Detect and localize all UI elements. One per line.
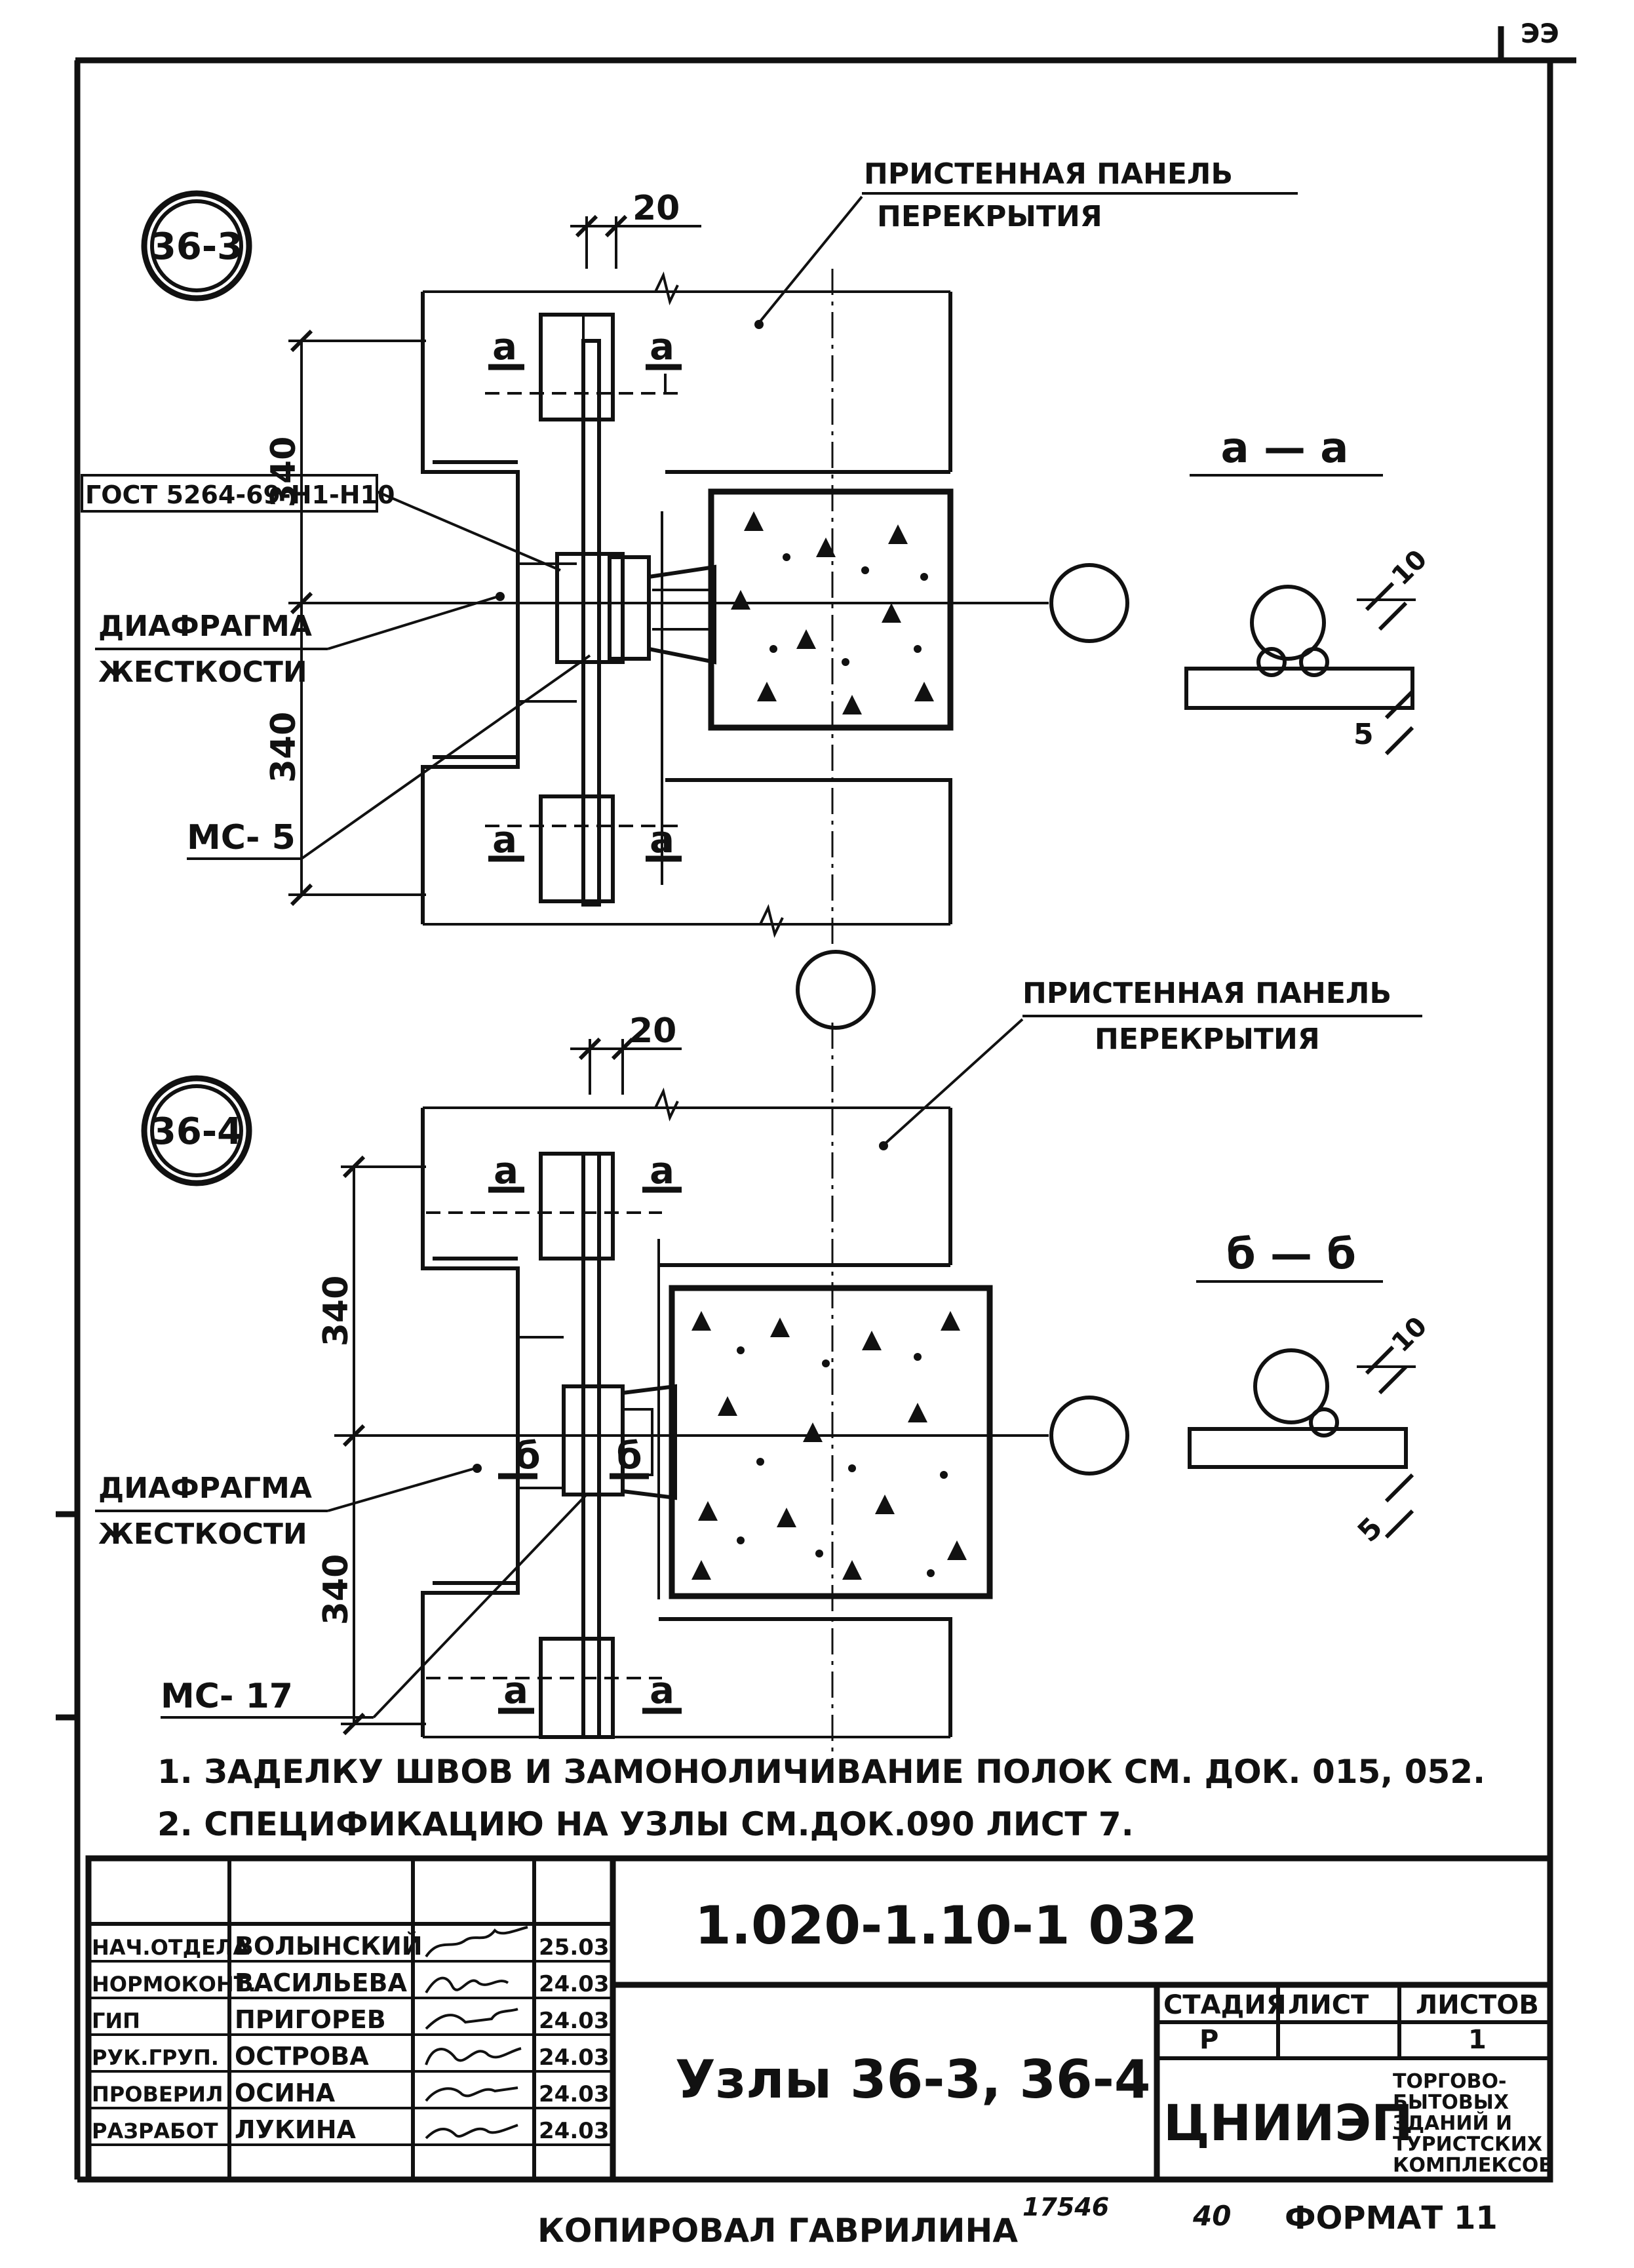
sheet-header: ЛИСТ — [1288, 1990, 1369, 2020]
embedded-plate-top — [539, 1152, 615, 1261]
staff-name: ВАСИЛЬЕВА — [235, 1968, 408, 1997]
node-36-3: 36-3 — [81, 157, 1433, 1030]
node-tag-circle — [141, 1075, 252, 1186]
staff-role: ГИП — [92, 2008, 140, 2033]
section-title-a-a: а — а — [1221, 424, 1349, 473]
section-a-a-detail: а — а 10 5 — [1184, 424, 1433, 756]
footer-number: 17546 — [1022, 2193, 1109, 2221]
welded-connector — [647, 564, 716, 665]
note-2: 2. СПЕЦИФИКАЦИЮ НА УЗЛЫ СМ.ДОК.090 ЛИСТ … — [157, 1805, 1134, 1843]
staff-role: НОРМОКОНТ. — [92, 1972, 256, 1997]
section-mark-a: а — [650, 326, 674, 368]
vertical-rebar — [581, 1152, 601, 1739]
dimension-340-lower: 340 — [317, 1554, 356, 1626]
staff-date: 24.03 — [539, 1971, 610, 1997]
staff-date: 24.03 — [539, 2008, 610, 2034]
title-block: 1.020-1.10-1 032 Узлы 36-3, 36-4 СТАДИЯ … — [85, 1855, 1553, 2183]
weld-dim-5: 5 — [1353, 718, 1374, 751]
vertical-rebar — [581, 339, 601, 907]
label-wall-panel-line2: ПЕРЕКРЫТИЯ — [877, 200, 1102, 233]
concrete-column — [669, 1285, 993, 1599]
rebar-section — [1253, 1348, 1329, 1424]
embedded-plate-bottom — [539, 1637, 615, 1739]
org-sub-2: БЫТОВЫХ — [1393, 2091, 1509, 2114]
org-sub-3: ЗДАНИЙ И — [1393, 2111, 1512, 2135]
section-mark-b: б — [616, 1435, 642, 1477]
concrete-column — [708, 488, 954, 731]
staff-name: ВОЛЫНСКИЙ — [235, 1932, 423, 1961]
label-diaphragm-line2: ЖЕСТКОСТИ — [98, 1517, 307, 1551]
rebar-section — [1250, 585, 1326, 661]
footer-format: ФОРМАТ 11 — [1285, 2200, 1498, 2237]
wall-panel — [421, 271, 952, 938]
org-sub-5: КОМПЛЕКСОВ — [1393, 2154, 1553, 2177]
label-mc17: МС- 17 — [161, 1677, 293, 1716]
staff-name: ОСИНА — [235, 2079, 336, 2107]
page-corner-number: ЭЭ — [1521, 19, 1559, 49]
node-tag-circle — [141, 190, 252, 302]
staff-role: РУК.ГРУП. — [92, 2045, 219, 2070]
axis-circle — [1049, 1396, 1129, 1476]
staff-date: 24.03 — [539, 2118, 610, 2144]
dimension-20: 20 — [632, 189, 680, 228]
node-36-4: 36-4 — [95, 977, 1433, 1763]
section-mark-a: а — [650, 1670, 674, 1712]
org-sub-4: ТУРИСТСКИХ — [1393, 2133, 1542, 2156]
node-tag-label: 36-4 — [151, 1110, 243, 1153]
label-mc5: МС- 5 — [187, 818, 296, 857]
staff-role: РАЗРАБОТ — [92, 2119, 218, 2143]
section-mark-a: а — [650, 819, 674, 861]
staff-name: ПРИГОРЕВ — [235, 2005, 386, 2034]
signatures — [425, 1926, 528, 2140]
org-name: ЦНИИЭП — [1163, 2094, 1413, 2152]
staff-role: ПРОВЕРИЛ — [92, 2082, 224, 2107]
doc-number: 1.020-1.10-1 032 — [695, 1895, 1197, 1956]
staff-name: ЛУКИНА — [235, 2115, 357, 2144]
label-diaphragm-line1: ДИАФРАГМА — [98, 610, 312, 643]
dimension-20: 20 — [629, 1011, 676, 1051]
drawing-title: Узлы 36-3, 36-4 — [675, 2049, 1151, 2110]
label-gost: ГОСТ 5264-69-Н1-Н10 — [85, 480, 395, 509]
section-mark-b: б — [515, 1435, 540, 1477]
section-mark-a: а — [492, 819, 517, 861]
staff-date: 24.03 — [539, 2081, 610, 2107]
stage-header: СТАДИЯ — [1163, 1990, 1287, 2020]
weld-dim-10: 10 — [1386, 1311, 1433, 1358]
weld-dim-5: 5 — [1352, 1511, 1390, 1549]
diaphragm-plate — [555, 552, 625, 664]
dimension-340-upper: 340 — [264, 437, 303, 508]
org-sub-1: ТОРГОВО- — [1393, 2070, 1506, 2093]
footer-copied: КОПИРОВАЛ ГАВРИЛИНА — [537, 2212, 1018, 2250]
section-b-b-detail: б — б 10 5 — [1188, 1230, 1433, 1549]
label-wall-panel-line2: ПЕРЕКРЫТИЯ — [1095, 1023, 1320, 1056]
label-wall-panel-line1: ПРИСТЕННАЯ ПАНЕЛЬ — [1022, 977, 1391, 1010]
footer-num2: 40 — [1192, 2200, 1231, 2232]
label-diaphragm-line1: ДИАФРАГМА — [98, 1472, 312, 1505]
staff-date: 24.03 — [539, 2044, 610, 2071]
section-mark-a: а — [494, 1150, 518, 1192]
sheets-header: ЛИСТОВ — [1416, 1990, 1539, 2020]
label-diaphragm-line2: ЖЕСТКОСТИ — [98, 655, 307, 689]
section-mark-a: а — [492, 326, 517, 368]
section-title-b-b: б — б — [1226, 1230, 1356, 1279]
label-wall-panel-line1: ПРИСТЕННАЯ ПАНЕЛЬ — [864, 157, 1233, 191]
axis-circle — [796, 950, 876, 1030]
staff-date: 25.03 — [539, 1934, 610, 1961]
dimension-340-lower: 340 — [264, 712, 303, 783]
dimension-340-upper: 340 — [317, 1276, 356, 1347]
wall-panel — [421, 1087, 952, 1738]
staff-role: НАЧ.ОТДЕЛА — [92, 1935, 250, 1960]
note-1: 1. ЗАДЕЛКУ ШВОВ И ЗАМОНОЛИЧИВАНИЕ ПОЛОК … — [157, 1753, 1485, 1791]
embedded-plate-bottom — [539, 794, 615, 903]
stage-value: Р — [1199, 2025, 1218, 2055]
section-mark-a: а — [503, 1670, 528, 1712]
axis-circle — [1049, 563, 1129, 643]
embedded-plate-top — [539, 313, 615, 421]
node-tag-label: 36-3 — [151, 225, 243, 268]
staff-name: ОСТРОВА — [235, 2042, 369, 2071]
sheets-value: 1 — [1468, 2025, 1487, 2055]
section-mark-a: а — [650, 1150, 674, 1192]
